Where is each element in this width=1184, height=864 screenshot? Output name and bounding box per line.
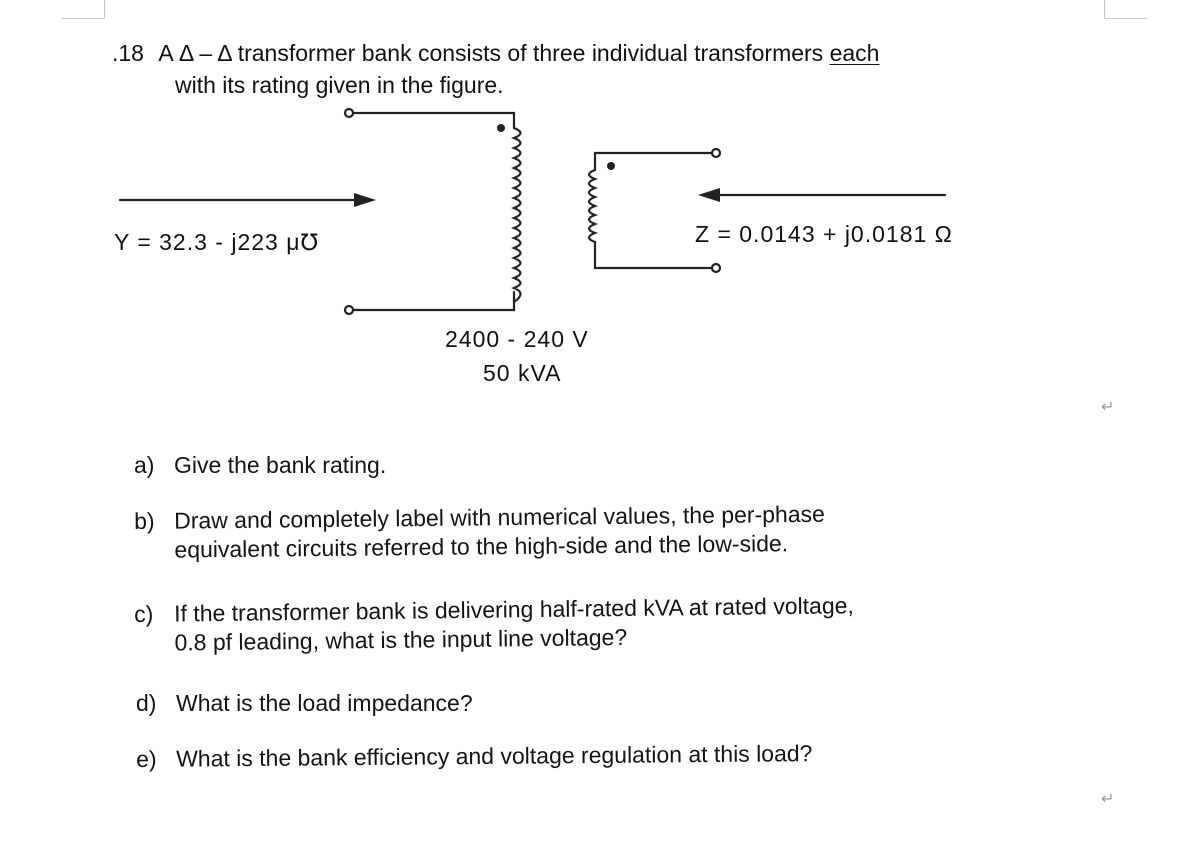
problem-title-underlined: each (829, 40, 880, 66)
question-d: d) What is the load impedance? (136, 689, 473, 718)
question-text: If the transformer bank is delivering ha… (174, 592, 854, 627)
impedance-label: Z = 0.0143 + j0.0181 Ω (695, 221, 953, 247)
primary-top-terminal (343, 107, 355, 119)
paragraph-mark: ↵ (1101, 789, 1115, 808)
question-text-continued: 0.8 pf leading, what is the input line v… (174, 623, 628, 656)
impedance-arrowhead (698, 188, 720, 202)
primary-bottom-lead (351, 290, 516, 312)
primary-top-lead (351, 111, 516, 130)
admittance-arrowhead (354, 193, 376, 207)
question-letter: b) (134, 507, 155, 534)
secondary-bottom-lead (593, 246, 714, 270)
question-letter: d) (136, 690, 157, 716)
crop-mark-top-right (1104, 0, 1147, 19)
admittance-label: Y = 32.3 - j223 μ℧ (114, 229, 320, 255)
crop-mark-top-left (62, 0, 105, 19)
primary-winding (510, 126, 522, 304)
question-letter: a) (134, 452, 155, 478)
question-text-continued: equivalent circuits referred to the high… (174, 530, 789, 563)
question-text: Draw and completely label with numerical… (174, 500, 825, 534)
secondary-top-terminal (710, 147, 722, 159)
question-text: Give the bank rating. (174, 452, 387, 478)
voltage-rating: 2400 - 240 V (445, 326, 589, 352)
question-text: What is the bank efficiency and voltage … (176, 740, 813, 772)
question-a: a) Give the bank rating. (134, 451, 386, 480)
question-letter: c) (134, 600, 154, 627)
question-e: e) What is the bank efficiency and voltag… (136, 739, 813, 774)
paragraph-mark: ↵ (1101, 397, 1115, 416)
question-b: b) Draw and completely label with numeric… (134, 500, 825, 565)
secondary-winding (587, 168, 599, 250)
kva-rating: 50 kVA (483, 360, 562, 386)
problem-number: .18 (112, 40, 144, 66)
primary-bottom-terminal (343, 304, 355, 316)
question-c: c) If the transformer bank is delivering … (134, 591, 854, 658)
question-letter: e) (136, 745, 157, 772)
problem-statement: .18 A Δ – Δ transformer bank consists of… (112, 38, 879, 69)
secondary-top-lead (593, 151, 714, 172)
problem-statement-line2: with its rating given in the figure. (175, 72, 504, 98)
problem-title: A Δ – Δ transformer bank consists of thr… (158, 40, 830, 66)
secondary-polarity-dot (607, 162, 615, 170)
primary-polarity-dot (497, 124, 505, 132)
question-text: What is the load impedance? (176, 690, 473, 716)
secondary-bottom-terminal (710, 262, 722, 274)
transformer-diagram (118, 107, 947, 316)
